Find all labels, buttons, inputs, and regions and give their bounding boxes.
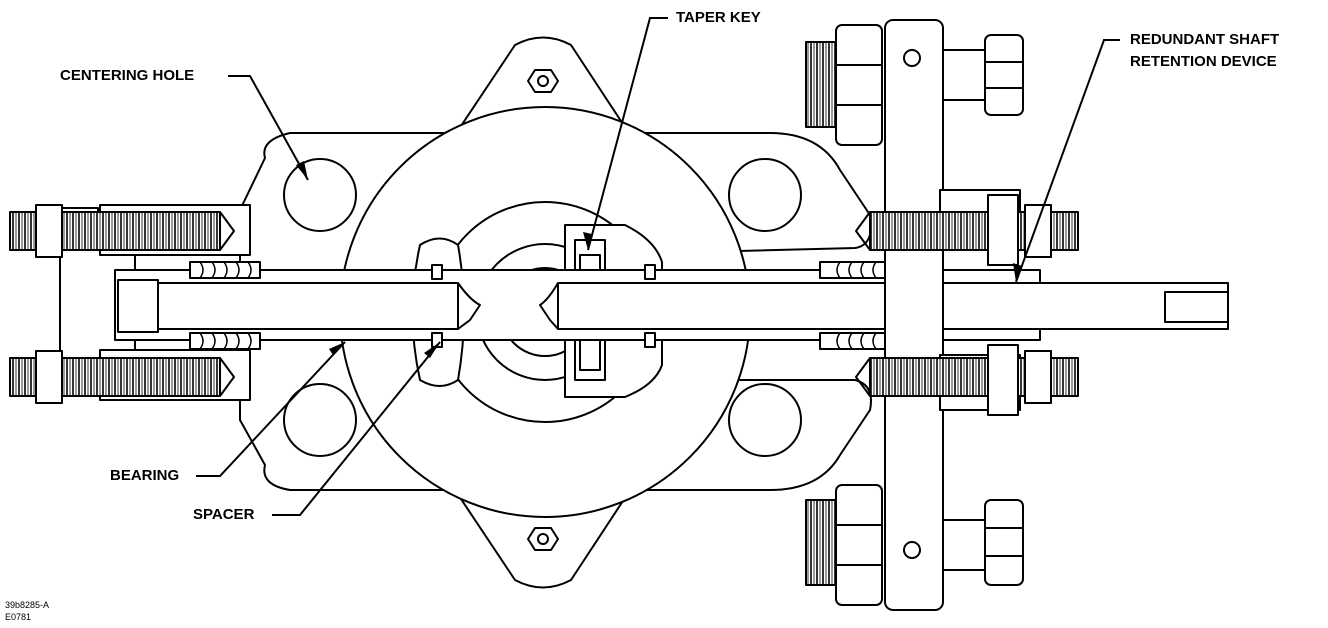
- label-taper-key: TAPER KEY: [676, 9, 761, 26]
- top-lug-hex: [527, 69, 559, 93]
- shaft-body: [157, 282, 459, 330]
- leader-taper-key: [587, 17, 668, 251]
- label-redundant-line1: REDUNDANT SHAFT: [1130, 31, 1280, 48]
- nut-bottom-right: [984, 499, 1024, 586]
- centering-hole-lower-left: [283, 383, 357, 457]
- centering-hole-upper-right: [728, 158, 802, 232]
- shaft-end-slot: [1164, 291, 1229, 323]
- label-bearing: BEARING: [110, 467, 180, 484]
- label-redundant-line2: RETENTION DEVICE: [1130, 53, 1277, 70]
- label-spacer: SPACER: [193, 506, 255, 523]
- label-centering-hole: CENTERING HOLE: [60, 67, 195, 84]
- bottom-lug-hex: [527, 527, 559, 551]
- right-bracket: [884, 19, 944, 611]
- leader-redundant: [1015, 39, 1120, 283]
- drawing-reference-1: 39b8285-A: [5, 600, 50, 610]
- nut-top-right: [984, 34, 1024, 116]
- nut-bottom-left-bolt: [805, 499, 837, 586]
- centering-hole-upper-left: [283, 158, 357, 232]
- centering-hole-lower-right: [728, 383, 802, 457]
- spacer-left-top: [431, 264, 443, 280]
- leader-centering-hole: [228, 75, 309, 181]
- leader-spacer: [272, 341, 441, 516]
- drawing-reference-2: E0781: [5, 612, 32, 622]
- nut-top-left-bolt: [805, 41, 837, 128]
- leader-bearing: [196, 341, 346, 477]
